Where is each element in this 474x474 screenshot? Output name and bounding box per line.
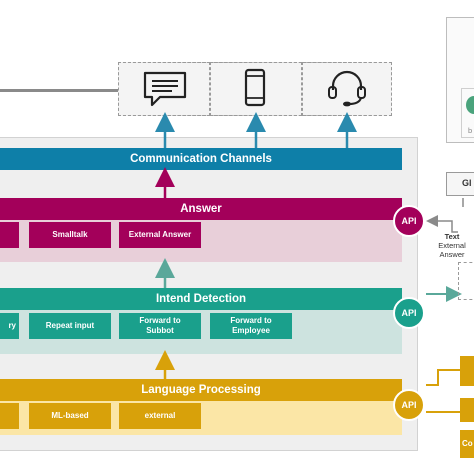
co-label: Co	[462, 439, 473, 448]
chat-bubble-icon	[143, 71, 187, 107]
intent-tile-forward-employee[interactable]: Forward to Employee	[210, 313, 292, 339]
ko-partial-tile	[460, 356, 474, 386]
language-tile-ml-based[interactable]: ML-based	[29, 403, 111, 429]
language-band: Language Processing	[0, 379, 402, 401]
language-api-badge[interactable]: API	[393, 389, 425, 421]
headset-icon	[328, 70, 366, 107]
intent-api-badge[interactable]: API	[393, 297, 425, 329]
answer-tile-partial	[0, 222, 19, 248]
top-right-inner-card	[461, 88, 474, 138]
answer-tile-smalltalk[interactable]: Smalltalk	[29, 222, 111, 248]
answer-tile-external-answer[interactable]: External Answer	[119, 222, 201, 248]
intent-tile-repeat-input[interactable]: Repeat input	[29, 313, 111, 339]
gl-label: Gl	[462, 178, 472, 188]
external-partial-box	[458, 262, 474, 300]
intent-tile-partial[interactable]: ry	[0, 313, 19, 339]
communication-channels-title: Communication Channels	[130, 153, 272, 165]
language-tile-partial	[0, 403, 19, 429]
top-right-partial-box	[446, 17, 474, 143]
language-tile-external[interactable]: external	[119, 403, 201, 429]
text-external-answer-label: Text External Answer	[438, 232, 466, 259]
co-partial-tile-1	[460, 398, 474, 422]
smartphone-icon	[244, 68, 266, 107]
intent-band: Intend Detection	[0, 288, 402, 310]
left-connector-line	[0, 89, 118, 92]
language-title: Language Processing	[141, 384, 261, 396]
co-partial-tile-2: Co	[460, 430, 474, 458]
line-language-right	[426, 369, 460, 386]
bo-partial-label: b	[468, 126, 473, 135]
communication-channels-bar: Communication Channels	[0, 148, 402, 170]
answer-band: Answer	[0, 198, 402, 220]
avatar-partial	[466, 96, 474, 114]
answer-title: Answer	[180, 203, 222, 215]
arrow-external-answer-in	[426, 215, 458, 233]
intent-tile-forward-subbot[interactable]: Forward to Subbot	[119, 313, 201, 339]
answer-api-badge[interactable]: API	[393, 205, 425, 237]
gl-box: Gl	[446, 172, 474, 196]
intent-title: Intend Detection	[155, 293, 247, 305]
